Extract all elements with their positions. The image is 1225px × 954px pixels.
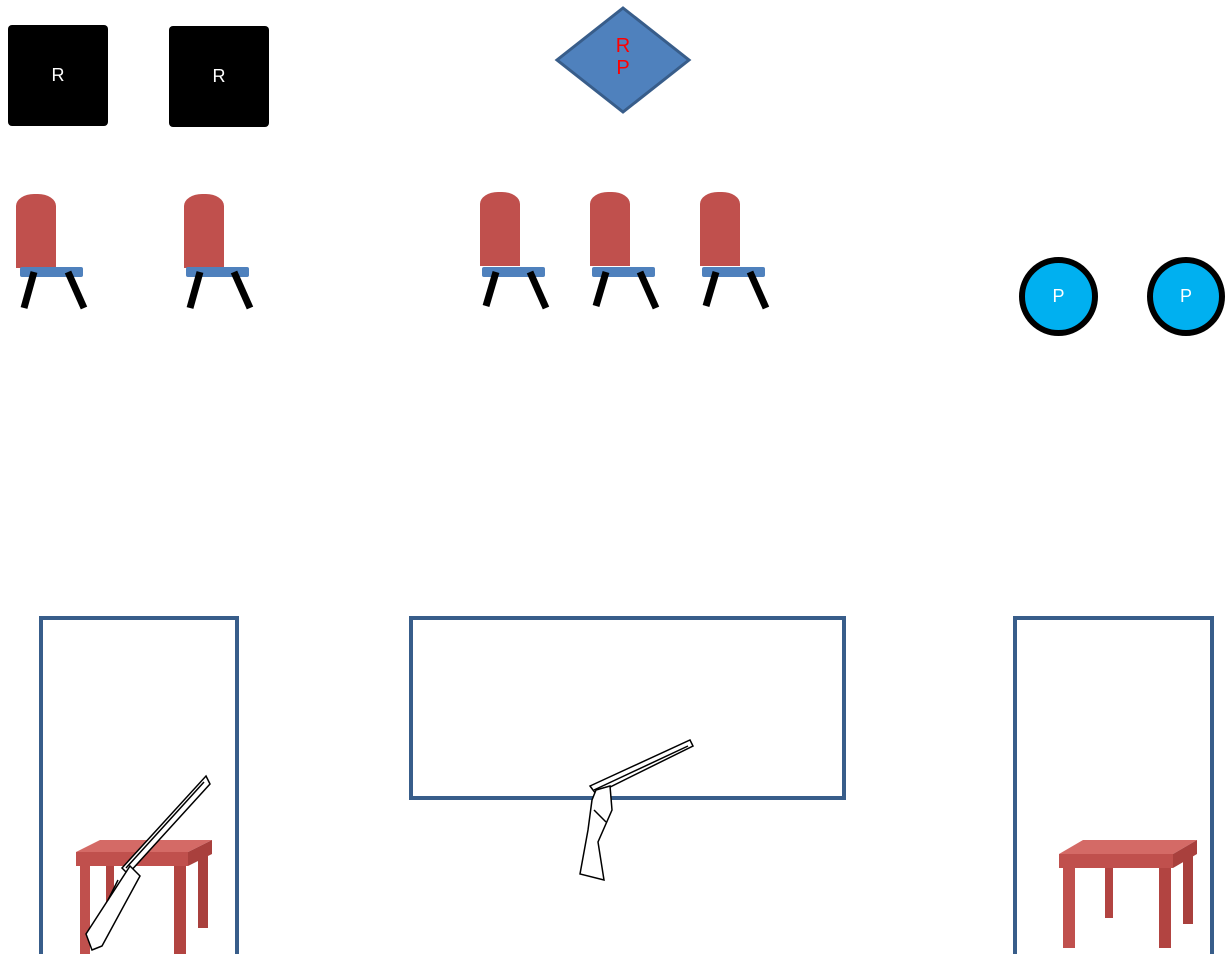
- rp-diamond-text: R P: [603, 35, 643, 79]
- person-label: P: [1180, 286, 1192, 307]
- chair-icon: [16, 194, 84, 308]
- person-label: P: [1052, 286, 1064, 307]
- booth-outline-right: [1015, 618, 1212, 954]
- shotgun-icon: [580, 740, 693, 880]
- chair-icon: [590, 192, 656, 308]
- person-circle-1: P: [1019, 257, 1098, 336]
- rp-diamond-line-1: R: [603, 35, 643, 57]
- table-icon: [1059, 840, 1197, 948]
- chair-icon: [480, 192, 546, 308]
- person-circle-2: P: [1147, 257, 1225, 336]
- chair-icon: [184, 194, 250, 308]
- chair-icon: [700, 192, 766, 308]
- rp-diamond-line-2: P: [603, 57, 643, 79]
